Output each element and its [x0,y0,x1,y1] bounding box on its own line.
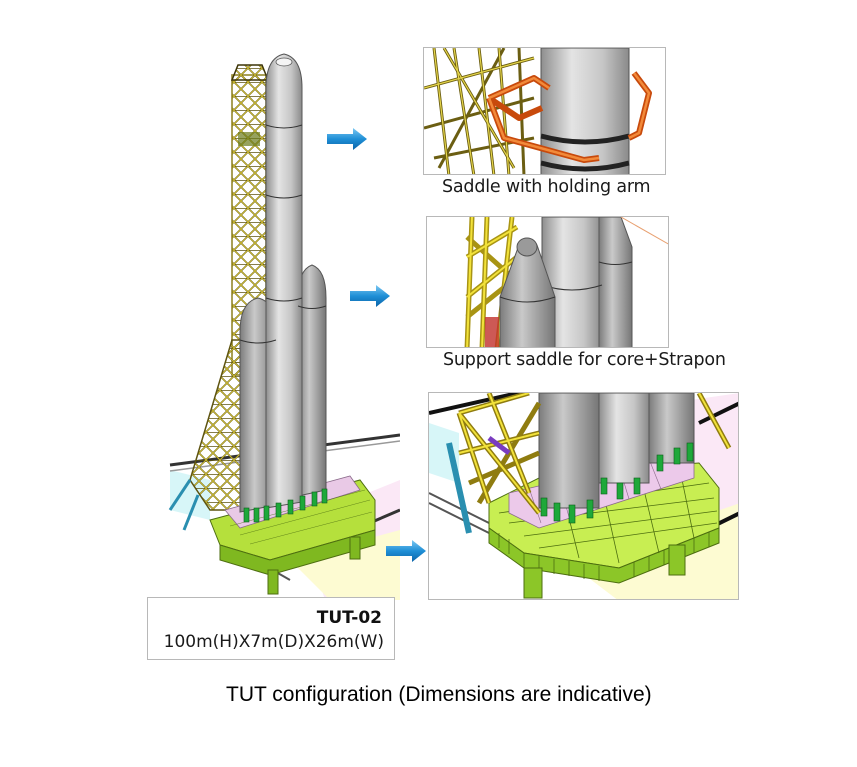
caption-support-saddle: Support saddle for core+Strapon [443,350,726,370]
arrow-right-icon [386,540,426,562]
detail-panel-pedestal [428,392,739,600]
tut-model-title: TUT-02 [316,608,382,628]
arrow-right-icon [327,128,367,150]
tut-label-box: TUT-02 100m(H)X7m(D)X26m(W) [147,597,395,660]
launch-vehicle [239,53,328,523]
support-saddle-illustration [464,217,668,347]
caption-holding-arm: Saddle with holding arm [442,177,651,197]
launch-vehicle-illustration [168,53,400,600]
holding-arm-illustration [424,48,652,174]
pedestal-illustration [429,393,738,599]
tut-dimensions: 100m(H)X7m(D)X26m(W) [163,632,384,652]
arrow-right-icon [350,285,390,307]
detail-panel-support-saddle [426,216,669,348]
main-tower-view [150,40,400,600]
detail-panel-holding-arm [423,47,666,175]
figure-caption: TUT configuration (Dimensions are indica… [226,683,652,706]
